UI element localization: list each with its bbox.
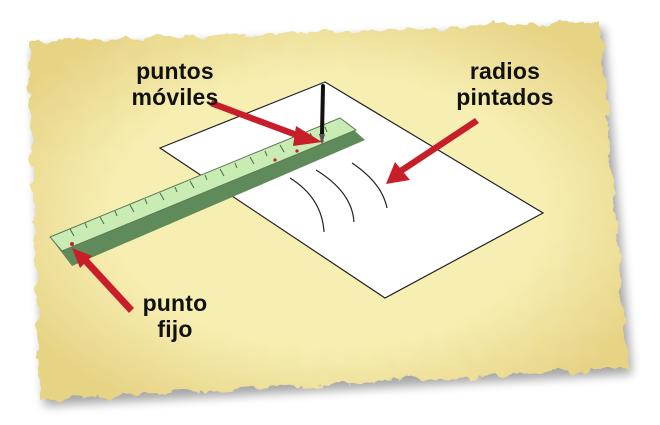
label-puntos-moviles: puntos móviles	[100, 58, 250, 110]
label-punto-fijo-line1: punto	[142, 290, 208, 316]
label-radios-pintados-line2: pintados	[456, 84, 554, 110]
label-radios-pintados: radios pintados	[430, 58, 580, 110]
ruler	[49, 117, 365, 266]
label-radios-pintados-line1: radios	[469, 58, 541, 84]
paper-sheet	[158, 81, 545, 299]
label-punto-fijo-line2: fijo	[157, 316, 193, 342]
painted-arcs	[289, 162, 388, 233]
pencil-icon	[319, 84, 325, 145]
label-punto-fijo: punto fijo	[120, 290, 230, 342]
label-puntos-moviles-line1: puntos	[136, 58, 214, 84]
ruler-ticks	[69, 126, 328, 237]
arrow-fijo	[72, 248, 134, 313]
arrow-pintados	[386, 118, 479, 184]
label-puntos-moviles-line2: móviles	[131, 84, 219, 110]
arrow-moviles	[210, 100, 322, 146]
arrows	[72, 100, 479, 313]
